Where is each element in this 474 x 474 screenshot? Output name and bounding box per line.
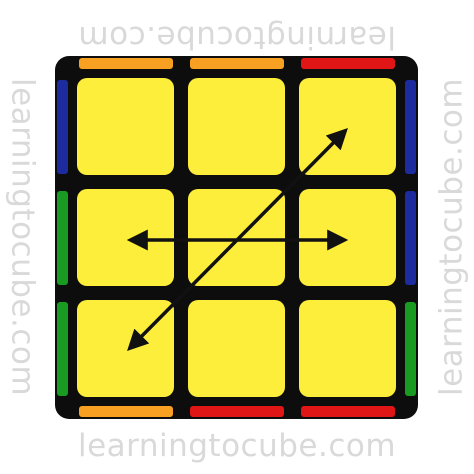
edge-top-left [79,58,173,69]
edge-right-middle [405,191,416,285]
edge-right-top [405,80,416,174]
sticker-middle-right [299,189,396,286]
edge-left-bottom [57,302,68,396]
sticker-bottom-center [188,300,285,397]
edge-top-center [190,58,284,69]
edge-bottom-right [301,406,395,417]
sticker-center [188,189,285,286]
edge-top-right [301,58,395,69]
sticker-bottom-right [299,300,396,397]
edge-right-bottom [405,302,416,396]
watermark-top: learningtocube.com [77,19,397,55]
sticker-top-right [299,78,396,175]
edge-bottom-center [190,406,284,417]
watermark-left: learningtocube.com [4,77,41,397]
edge-left-middle [57,191,68,285]
edge-bottom-left [79,406,173,417]
cube-face [55,56,418,419]
sticker-middle-left [77,189,174,286]
sticker-bottom-left [77,300,174,397]
sticker-top-left [77,78,174,175]
watermark-bottom: learningtocube.com [77,428,397,464]
watermark-right: learningtocube.com [433,77,470,397]
sticker-top-center [188,78,285,175]
edge-left-top [57,80,68,174]
